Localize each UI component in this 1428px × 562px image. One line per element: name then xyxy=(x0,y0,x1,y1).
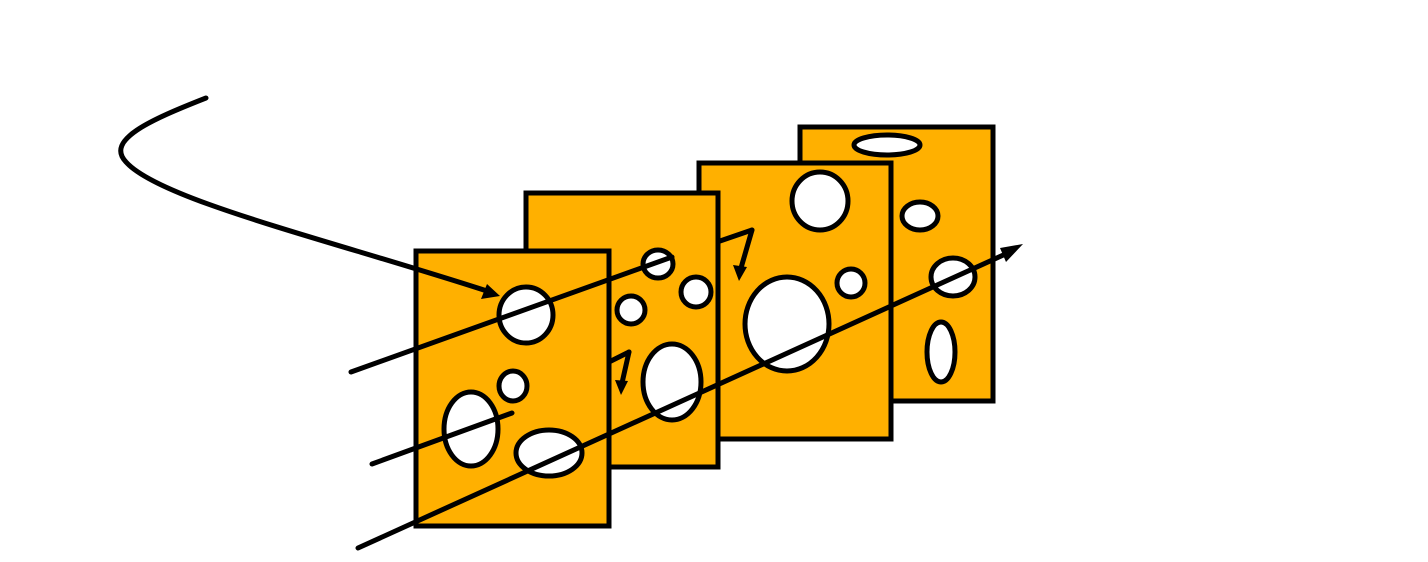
trajectory-line xyxy=(118,95,493,295)
slice-2-hole xyxy=(614,293,648,327)
trajectory-line xyxy=(348,254,675,375)
arrowhead-icon xyxy=(615,380,628,395)
hazard-trajectory-1 xyxy=(118,95,500,299)
slice-2-hole xyxy=(678,274,714,310)
trajectory-line xyxy=(619,349,632,386)
slice-3-hole xyxy=(834,266,868,300)
hazard-trajectory-3 xyxy=(355,244,1023,551)
arrowhead-icon xyxy=(1000,244,1023,262)
slice-1-hole xyxy=(496,284,556,346)
slice-4-hole xyxy=(899,199,941,233)
slice-4-hole xyxy=(924,319,958,385)
trajectory-line xyxy=(717,227,755,244)
hazard-trajectory-2 xyxy=(348,227,755,375)
arrowhead-icon xyxy=(481,284,500,299)
slice-3-hole xyxy=(742,274,832,374)
arrowhead-icon xyxy=(733,265,747,281)
slice-4-hole xyxy=(851,132,923,158)
trajectory-line xyxy=(369,410,515,467)
trajectory-line xyxy=(355,249,1013,551)
slice-2-hole xyxy=(640,341,704,423)
slice-3-hole xyxy=(789,169,851,233)
trajectory-line xyxy=(606,349,632,365)
trajectory-line xyxy=(738,227,755,271)
cheese-slice-3 xyxy=(696,160,894,442)
hazard-trajectory-4 xyxy=(369,349,632,467)
slice-1-hole xyxy=(496,368,530,404)
slice-1-hole xyxy=(513,427,585,479)
